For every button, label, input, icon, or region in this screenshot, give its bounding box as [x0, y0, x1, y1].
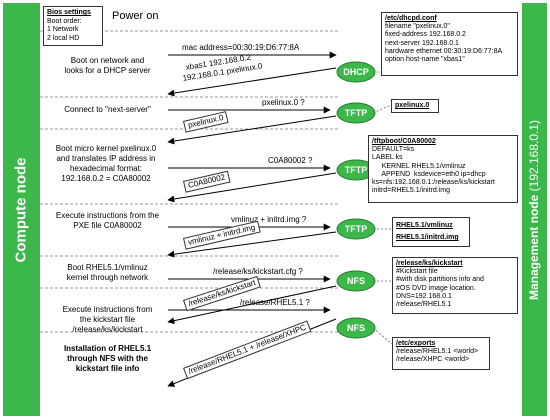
bios-subtitle: Boot order:	[47, 17, 82, 25]
kickstart-box: /release/ks/kickstart #Kickstart file #w…	[392, 257, 518, 314]
exports-title: /etc/exports	[396, 340, 436, 347]
tftpboot-title: /tftpboot/C0A80002	[372, 138, 436, 145]
service-ellipses	[336, 61, 376, 339]
rhel-kernel-box: RHEL5.1/vmlinuz RHEL5.1/initrd.img	[392, 217, 470, 247]
bios-title: Bios settings	[47, 9, 91, 16]
service-labels: DHCP TFTP TFTP TFTP NFS NFS	[343, 67, 369, 333]
bios-item: 2 local HD	[47, 34, 80, 42]
request-rhel: /release/RHEL5.1 ?	[240, 298, 310, 307]
service-label: DHCP	[343, 67, 369, 77]
service-label: TFTP	[345, 224, 368, 234]
arrow-dhcp-reply	[167, 67, 337, 97]
management-node-label: Management node (192.168.0.1)	[527, 119, 541, 301]
compute-node-label: Compute node	[12, 157, 30, 263]
tftp-ellipse-1	[336, 102, 376, 124]
exports-box: /etc/exports /release/RHEL5.1 <world> /r…	[392, 337, 490, 370]
request-vmlinuz: vmlinuz + initrd.img ?	[231, 215, 307, 224]
arrow-kickstart-reply	[167, 285, 337, 325]
service-label: TFTP	[345, 108, 368, 118]
arrow-vmlinuz-reply	[167, 231, 337, 258]
service-label: NFS	[347, 323, 365, 333]
bios-item: 1 Network	[47, 26, 79, 33]
request-kickstart: /release/ks/kickstart.cfg ?	[213, 267, 303, 276]
service-label: NFS	[347, 276, 365, 286]
tftp-ellipse-3	[336, 218, 376, 240]
tftpboot-box: /tftpboot/C0A80002 DEFAULT=ks LABEL ks K…	[368, 135, 518, 203]
dhcp-ellipse	[336, 61, 376, 83]
dhcpd-conf-box: /etc/dhcpd.conf filename "pxelinux.0" fi…	[381, 12, 518, 76]
nfs-ellipse-1	[336, 270, 376, 292]
nfs-ellipse-2	[336, 317, 376, 339]
compute-node-bar	[3, 3, 40, 416]
management-node-bar	[522, 3, 547, 416]
bios-settings-box: Bios settings Boot order: 1 Network 2 lo…	[43, 6, 103, 46]
service-label: TFTP	[345, 165, 368, 175]
power-on-label: Power on	[112, 10, 159, 22]
request-c0a: C0A80002 ?	[268, 156, 313, 165]
arrow-c0a-reply	[167, 172, 337, 203]
request-pxelinux: pxelinux.0 ?	[262, 98, 305, 107]
pxelinux-box: pxelinux.0	[391, 99, 439, 113]
request-mac: mac address=00:30:19:D6:77:8A	[182, 43, 300, 52]
dhcpd-conf-title: /etc/dhcpd.conf	[385, 15, 437, 22]
step-connect: Connect to "next-server"	[64, 105, 151, 114]
kickstart-title: /release/ks/kickstart	[396, 260, 463, 267]
arrow-pxelinux-reply	[167, 115, 337, 145]
